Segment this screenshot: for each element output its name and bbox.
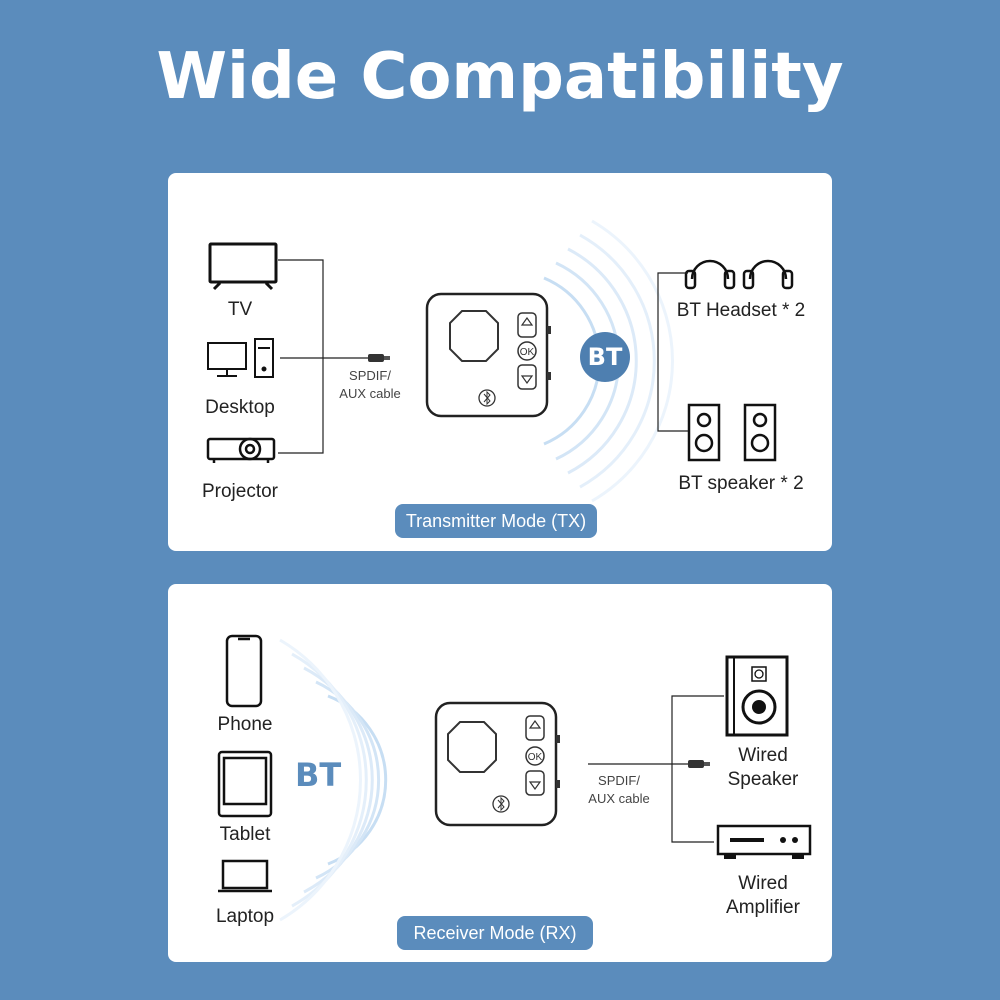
receiver-diagram: OK [217, 634, 812, 922]
output-label-wired-amplifier-line1: Wired [738, 873, 788, 894]
output-label-wired-amplifier: Wired Amplifier [708, 872, 818, 920]
laptop-icon [218, 859, 272, 893]
headset-icon [684, 259, 794, 290]
receiver-panel: OK [168, 584, 832, 962]
signal-waves [279, 638, 388, 922]
transmitter-diagram: OK [206, 219, 794, 503]
bt-adapter-device: OK [425, 292, 551, 418]
signal-waves [543, 219, 674, 503]
mode-badge-tx: Transmitter Mode (TX) [395, 504, 597, 538]
projector-icon [206, 437, 276, 463]
page-title: Wide Compatibility [156, 40, 844, 114]
bt-label: BT [295, 756, 342, 794]
mode-badge-rx: Receiver Mode (RX) [397, 916, 593, 950]
ok-button-label: OK [528, 752, 543, 763]
output-label-wired-amplifier-line2: Amplifier [726, 897, 800, 918]
output-label-wired-speaker-line1: Wired [738, 745, 788, 766]
tablet-icon [217, 750, 273, 818]
output-label-wired-speaker-line2: Speaker [727, 769, 799, 790]
cable-label-line2: AUX cable [588, 791, 650, 806]
connector-lines [278, 259, 368, 454]
ok-button-label: OK [520, 347, 535, 358]
source-label-tv: TV [227, 299, 253, 320]
aux-plug-icon [368, 354, 390, 362]
cable-label: SPDIF/ AUX cable [325, 367, 415, 403]
connector-lines [588, 695, 724, 843]
desktop-icon [207, 338, 274, 378]
source-label-laptop: Laptop [215, 906, 275, 927]
cable-label: SPDIF/ AUX cable [574, 772, 664, 808]
aux-plug-icon [688, 760, 710, 768]
bt-speaker-icon [687, 403, 777, 462]
bt-badge: BT [580, 332, 630, 382]
tv-icon [208, 242, 278, 291]
source-label-phone: Phone [217, 714, 273, 735]
cable-label-line1: SPDIF/ [349, 368, 391, 383]
output-label-headset: BT Headset * 2 [676, 300, 806, 321]
cable-label-line1: SPDIF/ [598, 773, 640, 788]
phone-icon [225, 634, 263, 708]
source-label-tablet: Tablet [219, 824, 271, 845]
output-label-speaker: BT speaker * 2 [678, 473, 804, 494]
cable-label-line2: AUX cable [339, 386, 401, 401]
source-label-desktop: Desktop [205, 397, 275, 418]
output-label-wired-speaker: Wired Speaker [708, 744, 818, 792]
source-label-projector: Projector [201, 481, 279, 502]
bt-adapter-device: OK [434, 701, 560, 827]
output-bracket [657, 272, 688, 432]
transmitter-panel: OK TV Desktop Proj [168, 173, 832, 551]
wired-speaker-icon [725, 655, 789, 737]
wired-amplifier-icon [716, 824, 812, 859]
